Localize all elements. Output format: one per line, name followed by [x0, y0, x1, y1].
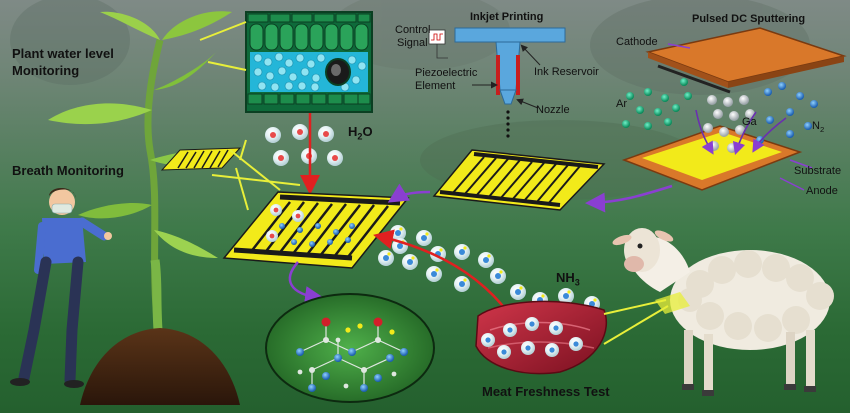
sheep-callout-lines [603, 299, 669, 345]
nozzle-label: Nozzle [536, 104, 570, 116]
cathode-label: Cathode [616, 36, 658, 48]
sputtering-chamber [621, 27, 847, 191]
substrate-label: Substrate [794, 165, 842, 177]
crystal-structure-ellipse [265, 293, 435, 403]
sputter-to-sensor-arrow [585, 184, 673, 213]
person-figure [10, 187, 112, 388]
printed-sensor [432, 149, 606, 211]
leaf-cell-cross-section [245, 11, 373, 113]
leaf-callout-lines [199, 21, 301, 211]
plant [48, 11, 232, 331]
inkjet-printing-label: Inkjet Printing [470, 11, 544, 23]
meat-sample [475, 300, 608, 375]
control-signal-label-line1: Control [395, 24, 431, 36]
meat-freshness-label: Meat Freshness Test [482, 384, 610, 399]
piezo-label-line1: Piezoelectric [415, 67, 478, 79]
breath-monitoring-label: Breath Monitoring [12, 163, 124, 178]
nh3-label: NH3 [556, 270, 580, 288]
ga-label: Ga [742, 116, 757, 128]
leaf-sensor [160, 147, 242, 171]
ink-reservoir-label: Ink Reservoir [534, 66, 599, 78]
ar-label: Ar [616, 98, 627, 110]
inkjet-printer [428, 27, 566, 138]
water-droplets [265, 124, 343, 166]
plant-water-label-line1: Plant water level [12, 46, 114, 61]
h2o-label: H2O [348, 124, 373, 142]
sheep [612, 228, 834, 396]
control-signal-label-line2: Signal [397, 37, 428, 49]
print-to-sensor-arrow [387, 183, 431, 203]
piezo-label-line2: Element [415, 80, 456, 92]
plant-water-label-line2: Monitoring [12, 63, 80, 78]
soil-mound [80, 328, 240, 405]
nh3-molecules [378, 225, 600, 312]
anode-label: Anode [806, 185, 838, 197]
central-sensor [222, 191, 410, 269]
pulsed-dc-sputtering-label: Pulsed DC Sputtering [692, 13, 806, 25]
sensor-to-structure-arrow [288, 261, 325, 306]
n2-label: N2 [812, 120, 825, 135]
